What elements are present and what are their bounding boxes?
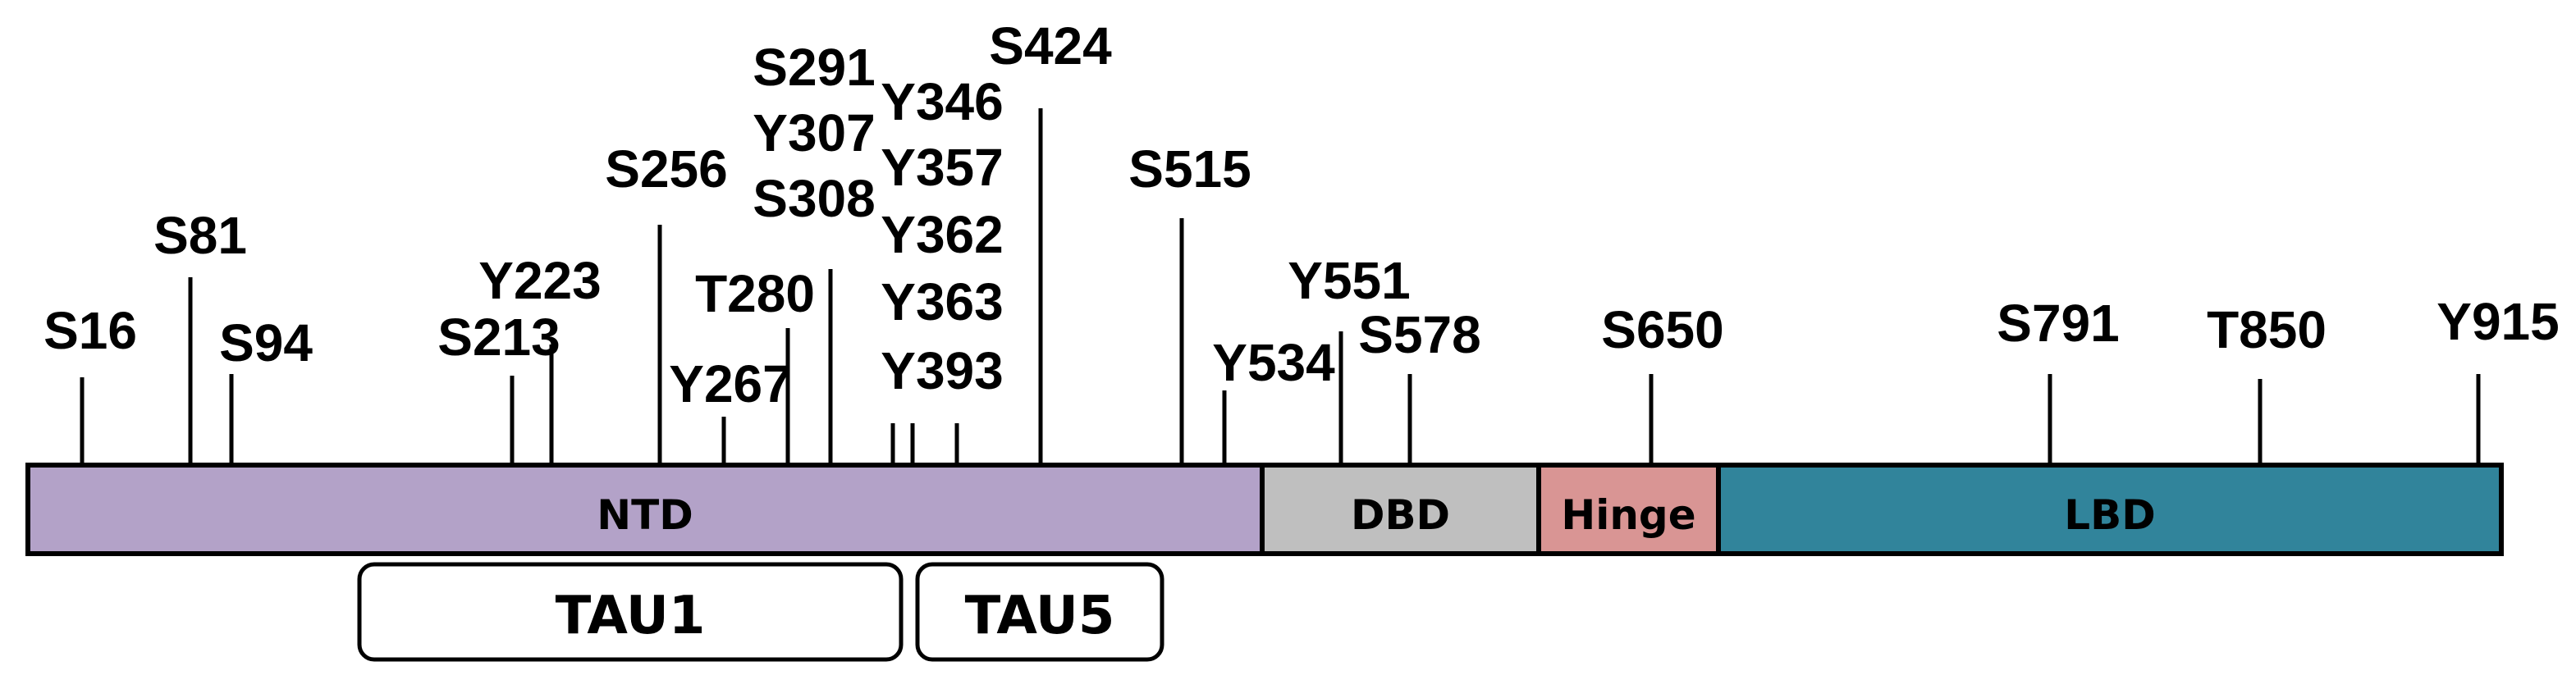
subregion-label-tau5: TAU5 bbox=[965, 586, 1115, 646]
site-label-s213: S213 bbox=[437, 308, 560, 367]
domain-label-ntd: NTD bbox=[597, 491, 693, 539]
subregion-label-tau1: TAU1 bbox=[556, 586, 706, 646]
site-label-s94: S94 bbox=[219, 313, 313, 372]
site-label-s578: S578 bbox=[1358, 305, 1480, 364]
domain-label-lbd: LBD bbox=[2064, 491, 2155, 539]
domain-hinge bbox=[1536, 463, 1721, 556]
domain-bar: NTD DBD Hinge LBD bbox=[25, 463, 2504, 556]
site-label-y363: Y363 bbox=[881, 272, 1003, 331]
site-label-y551: Y551 bbox=[1288, 251, 1410, 310]
subregion-box-tau5 bbox=[915, 562, 1164, 662]
site-label-s81: S81 bbox=[153, 206, 247, 265]
site-label-t850: T850 bbox=[2207, 300, 2327, 359]
subregion-box-tau1 bbox=[357, 562, 904, 662]
site-label-s424: S424 bbox=[989, 16, 1112, 75]
subregion-boxes: TAU1 TAU5 bbox=[357, 562, 1164, 662]
site-label-s256: S256 bbox=[605, 139, 727, 198]
site-label-y267: Y267 bbox=[669, 354, 791, 413]
site-label-y357: Y357 bbox=[881, 138, 1003, 197]
site-label-y362: Y362 bbox=[881, 205, 1003, 264]
site-label-s791: S791 bbox=[1997, 294, 2119, 353]
site-label-y307: Y307 bbox=[753, 103, 875, 162]
site-label-s308: S308 bbox=[753, 169, 875, 228]
site-label-y915: Y915 bbox=[2436, 292, 2559, 351]
site-label-y223: Y223 bbox=[478, 251, 601, 310]
site-ticks bbox=[80, 108, 2481, 465]
site-label-y534: Y534 bbox=[1212, 333, 1335, 392]
site-label-s16: S16 bbox=[43, 301, 137, 360]
site-label-t280: T280 bbox=[695, 264, 815, 323]
domain-lbd bbox=[1716, 463, 2504, 556]
site-label-s650: S650 bbox=[1601, 300, 1723, 359]
site-label-s515: S515 bbox=[1128, 139, 1251, 198]
site-label-y346: Y346 bbox=[881, 72, 1003, 131]
site-label-y393: Y393 bbox=[881, 341, 1003, 400]
site-label-s291: S291 bbox=[753, 38, 875, 97]
domain-label-hinge: Hinge bbox=[1561, 491, 1695, 539]
domain-label-dbd: DBD bbox=[1351, 491, 1450, 539]
